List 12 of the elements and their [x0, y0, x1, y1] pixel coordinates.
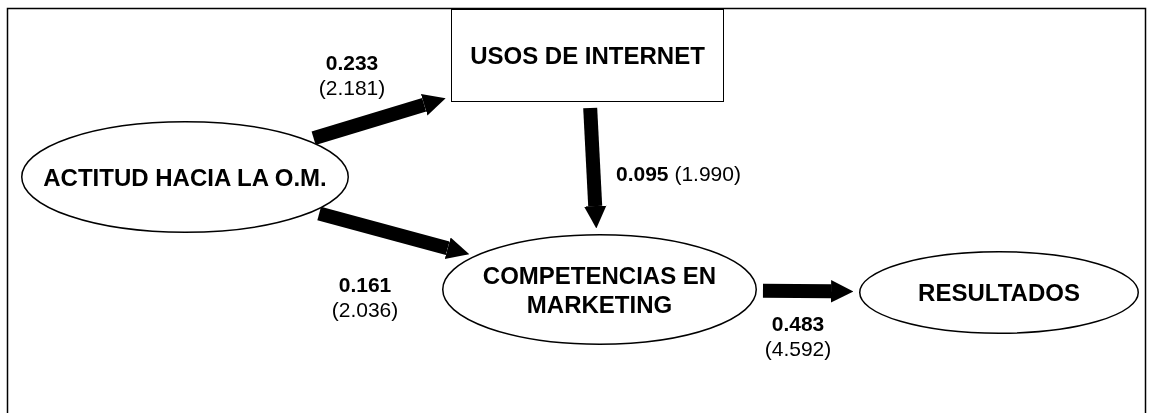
block-arrow: [317, 206, 470, 260]
process-box: [451, 9, 724, 102]
node-label: ACTITUD HACIA LA O.M.: [43, 162, 327, 192]
node-label: USOS DE INTERNET: [470, 41, 705, 70]
block-arrow: [311, 94, 446, 145]
block-arrow: [762, 280, 854, 303]
ellipse-node: [21, 121, 349, 233]
node-label: COMPETENCIAS EN MARKETING: [481, 260, 718, 319]
ellipse-node: [442, 234, 757, 345]
ellipse-node: [859, 251, 1139, 334]
node-label: RESULTADOS: [918, 278, 1080, 307]
block-arrow: [583, 107, 607, 229]
